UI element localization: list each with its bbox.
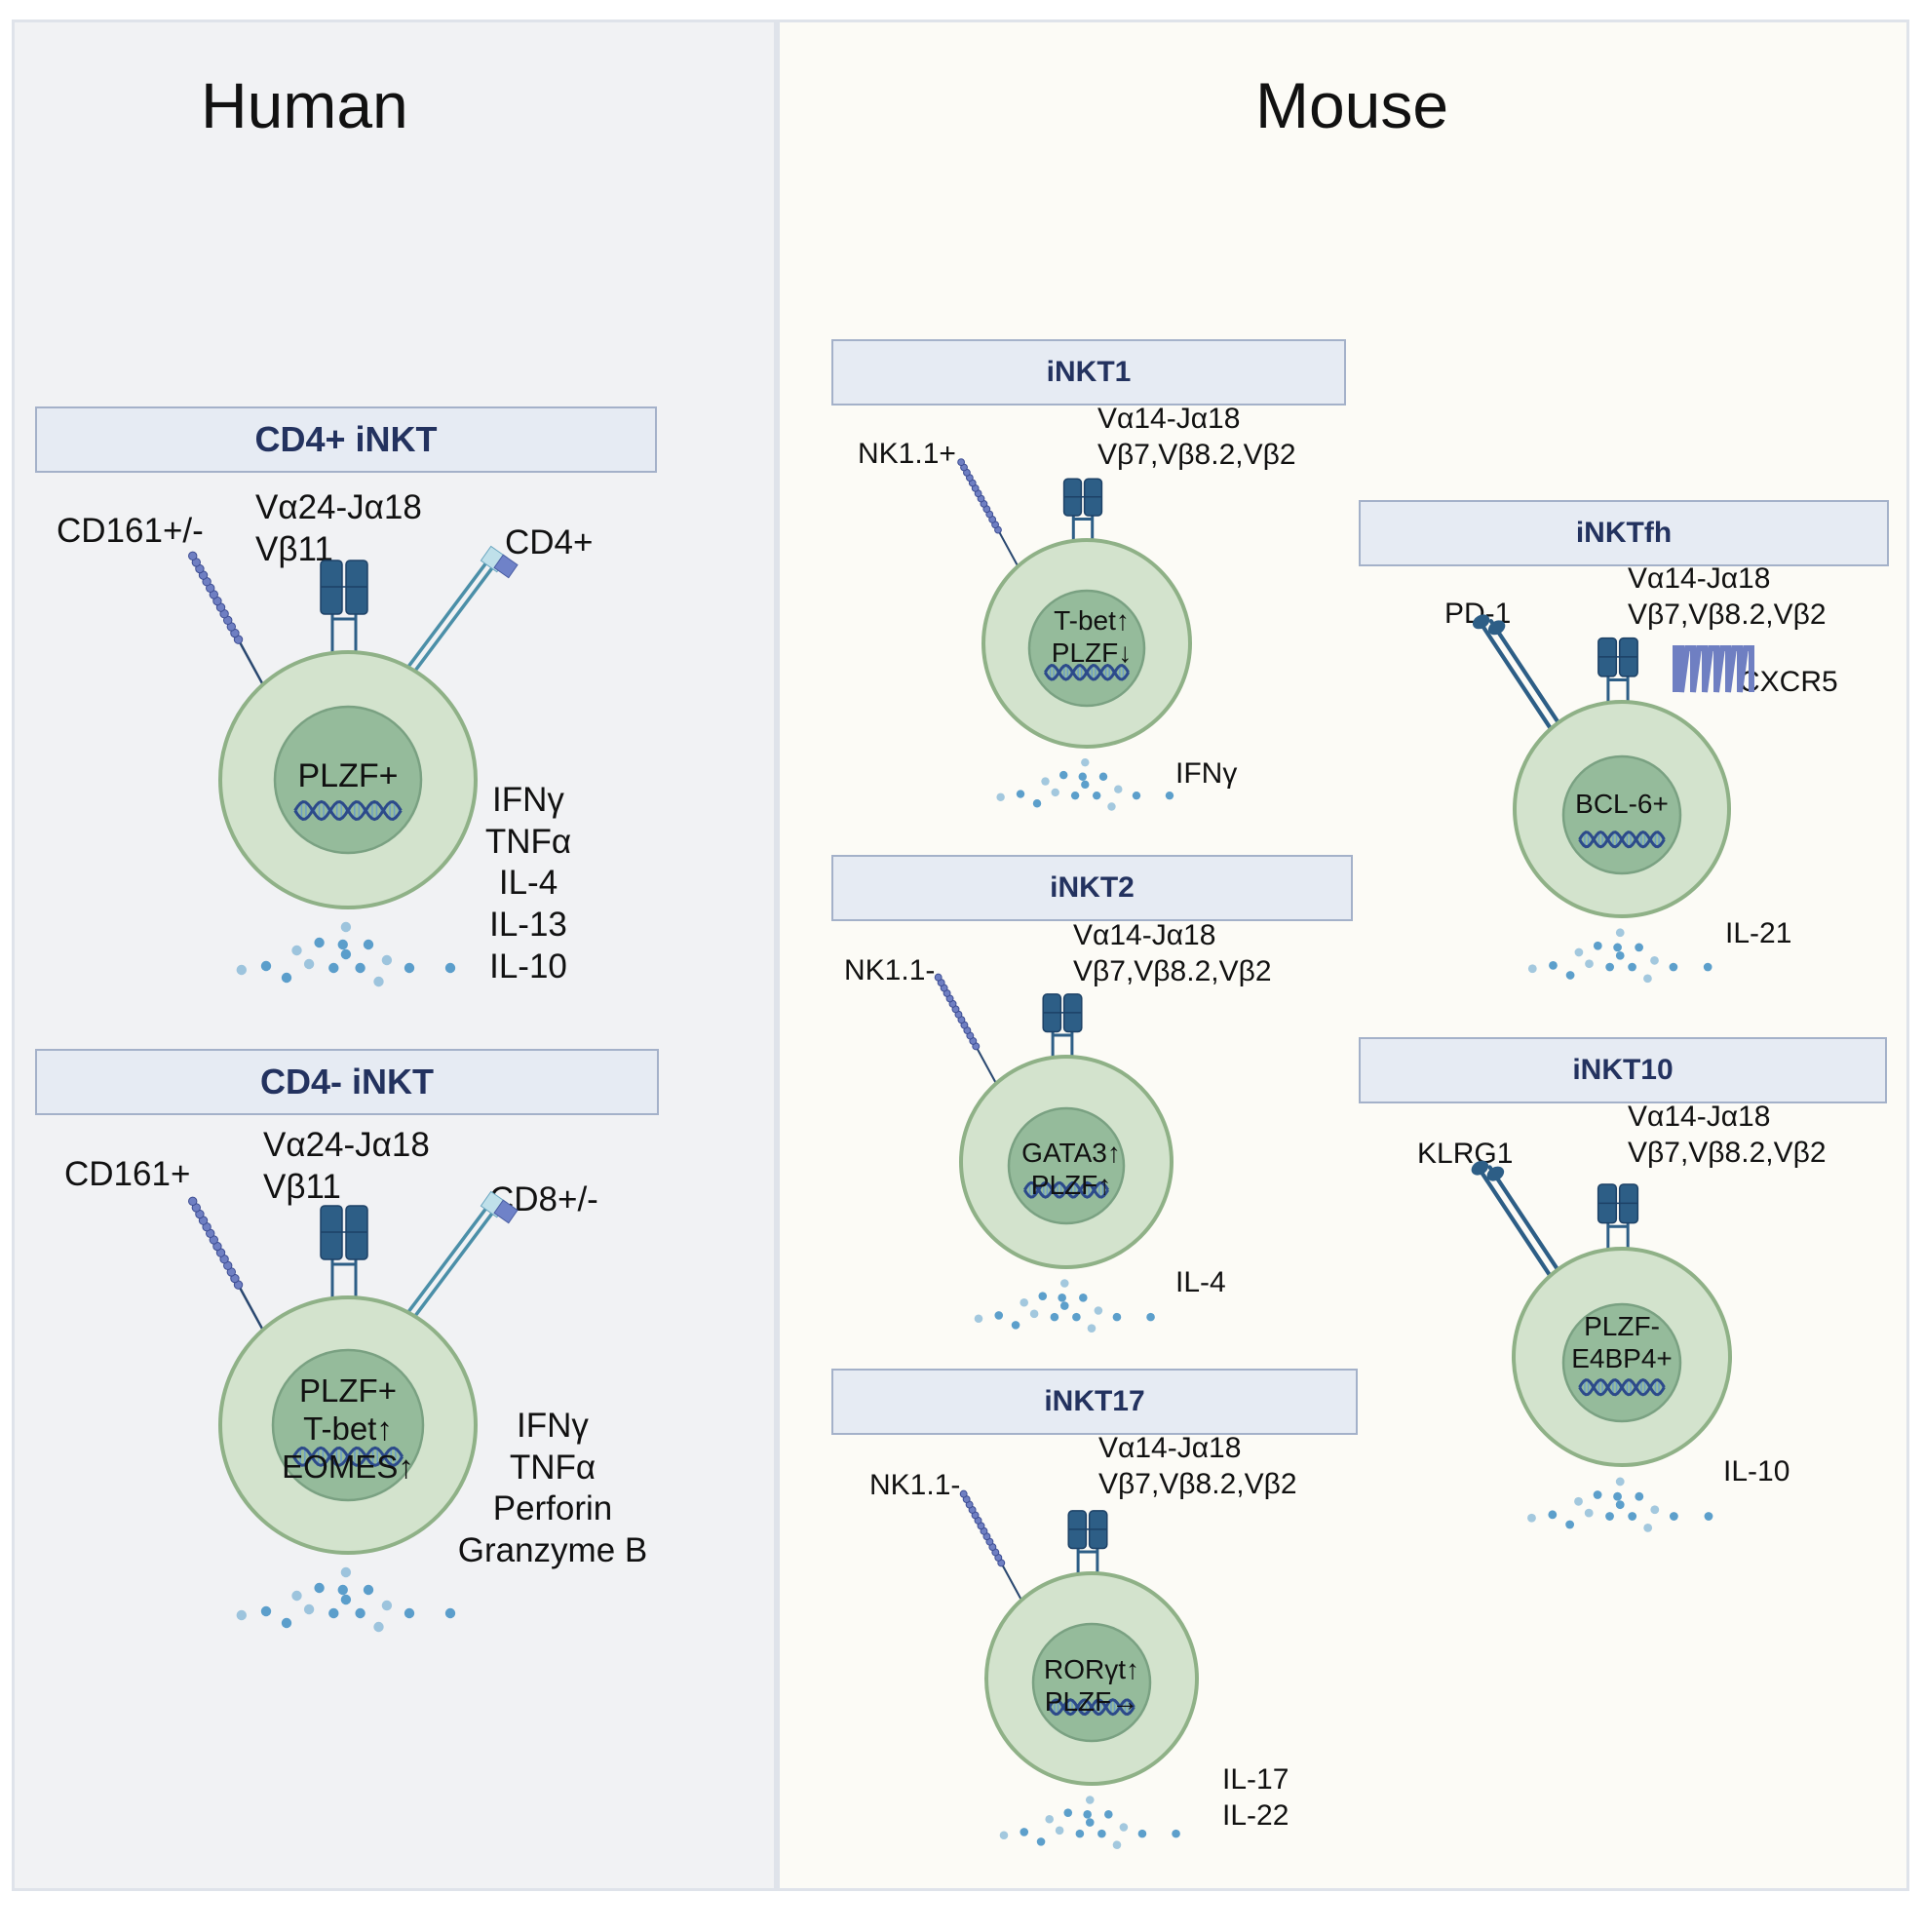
- human-panel: [12, 19, 777, 1891]
- cell-inkt2-icon: [934, 973, 1174, 1333]
- cell-cd4neg-icon: [188, 1190, 519, 1633]
- cytokine-list: IFNγ TNFα Perforin Granzyme B: [457, 1407, 648, 1570]
- left-marker-label: NK1.1-: [869, 1469, 961, 1501]
- subset-box-inkt17: iNKT17: [831, 1369, 1358, 1435]
- subset-box-inkt10: iNKT10: [1359, 1037, 1887, 1103]
- right-marker-label: CXCR5: [1739, 666, 1838, 698]
- subset-box-inkt1: iNKT1: [831, 339, 1346, 406]
- nucleus-text: BCL-6+: [1575, 789, 1669, 819]
- cell-inkt10-icon: [1471, 1160, 1732, 1532]
- left-marker-label: KLRG1: [1417, 1138, 1514, 1170]
- mouse-panel: [777, 19, 1909, 1891]
- cell-inkt1-icon: [957, 458, 1192, 811]
- nucleus-text: PLZF- E4BP4+: [1571, 1311, 1673, 1374]
- cytokine-list: IL-10: [1723, 1455, 1790, 1488]
- left-marker-label: NK1.1+: [858, 438, 956, 470]
- nucleus-text: GATA3↑ PLZF↑: [1021, 1138, 1121, 1201]
- cytokine-list: IL-17 IL-22: [1222, 1763, 1289, 1832]
- mouse-title: Mouse: [1255, 69, 1449, 141]
- human-title: Human: [201, 69, 408, 141]
- cytokine-list: IL-21: [1725, 917, 1792, 949]
- subset-box-cd4neg: CD4- iNKT: [35, 1049, 659, 1115]
- nucleus-text: T-bet↑ PLZF↓: [1051, 605, 1133, 669]
- cell-cd4pos-icon: [188, 545, 519, 987]
- cytokine-list: IL-4: [1175, 1266, 1226, 1298]
- cytokine-list: IFNγ: [1175, 757, 1238, 790]
- cell-inktfh-icon: [1472, 614, 1754, 984]
- cytokine-list: IFNγ TNFα IL-4 IL-13 IL-10: [484, 781, 572, 985]
- subset-box-inkt2: iNKT2: [831, 855, 1353, 921]
- nucleus-text: PLZF+ T-bet↑ EOMES↑: [282, 1372, 414, 1485]
- right-marker-label: CD4+: [505, 523, 594, 561]
- subset-box-cd4pos: CD4+ iNKT: [35, 406, 657, 473]
- nucleus-text: PLZF+: [297, 757, 399, 794]
- subset-box-inktfh: iNKTfh: [1359, 500, 1889, 566]
- left-marker-label: CD161+: [64, 1155, 191, 1193]
- cell-inkt17-icon: [959, 1489, 1199, 1849]
- left-marker-label: CD161+/-: [57, 512, 204, 550]
- nucleus-text: RORγt↑ PLZF→: [1044, 1654, 1139, 1718]
- left-marker-label: NK1.1-: [844, 954, 936, 986]
